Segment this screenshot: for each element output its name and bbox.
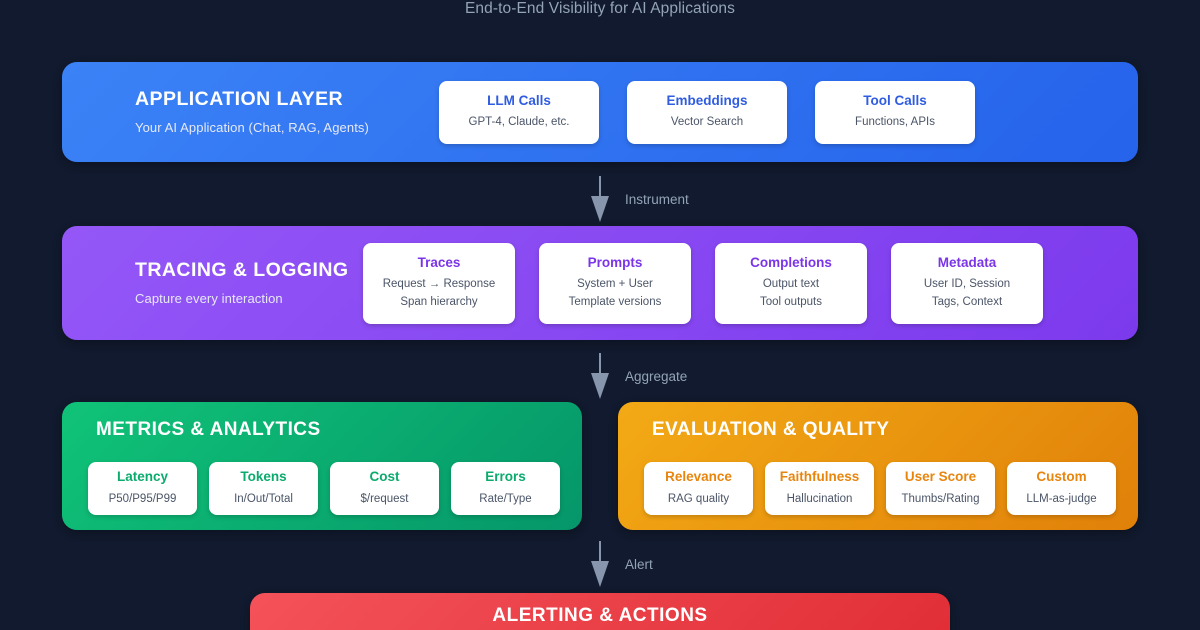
tracing-layer-heading: TRACING & LOGGING Capture every interact… (135, 259, 363, 306)
card-cost[interactable]: Cost $/request (330, 461, 439, 515)
application-layer-subtitle: Your AI Application (Chat, RAG, Agents) (135, 119, 369, 135)
card-line: $/request (360, 492, 409, 505)
connector-instrument: Instrument (589, 176, 689, 222)
card-line: Span hierarchy (400, 296, 478, 309)
tracing-layer-subtitle: Capture every interaction (135, 290, 283, 306)
card-relevance[interactable]: Relevance RAG quality (644, 461, 753, 515)
evaluation-layer-cards: Relevance RAG quality Faithfulness Hallu… (644, 461, 1116, 515)
card-line: RAG quality (667, 492, 730, 505)
diagram-header: LLM Observability End-to-End Visibility … (0, 0, 1200, 18)
card-title: Relevance (665, 469, 732, 485)
card-title: Completions (750, 255, 832, 271)
connector-label: Aggregate (625, 368, 688, 384)
card-line: P50/P95/P99 (108, 492, 177, 505)
card-line: System + User (577, 278, 653, 291)
card-title: Latency (116, 469, 169, 485)
connector-label: Alert (625, 556, 653, 572)
card-line: Thumbs/Rating (901, 492, 980, 505)
application-layer-band[interactable]: APPLICATION LAYER Your AI Application (C… (62, 62, 1138, 162)
tracing-layer-cards: Traces Request → Response Span hierarchy… (363, 242, 1043, 324)
card-title: LLM Calls (487, 93, 551, 109)
card-embeddings[interactable]: Embeddings Vector Search (627, 80, 787, 144)
card-title: Embeddings (666, 93, 748, 109)
card-tool-calls[interactable]: Tool Calls Functions, APIs (815, 80, 975, 144)
card-faithfulness[interactable]: Faithfulness Hallucination (765, 461, 874, 515)
card-custom[interactable]: Custom LLM-as-judge (1007, 461, 1116, 515)
card-line: Tags, Context (931, 296, 1003, 309)
card-tokens[interactable]: Tokens In/Out/Total (209, 461, 318, 515)
card-latency[interactable]: Latency P50/P95/P99 (88, 461, 197, 515)
card-errors[interactable]: Errors Rate/Type (451, 461, 560, 515)
arrow-head (591, 561, 609, 587)
card-traces[interactable]: Traces Request → Response Span hierarchy (363, 242, 515, 324)
arrow-down-icon (589, 541, 611, 587)
connector-aggregate: Aggregate (589, 353, 687, 399)
arrow-stem (599, 353, 601, 379)
card-metadata[interactable]: Metadata User ID, Session Tags, Context (891, 242, 1043, 324)
card-user-score[interactable]: User Score Thumbs/Rating (886, 461, 995, 515)
card-line: Functions, APIs (855, 116, 935, 129)
arrow-down-icon (589, 176, 611, 222)
card-line: Tool outputs (759, 296, 822, 309)
alerting-layer-band[interactable]: ALERTING & ACTIONS (250, 593, 950, 630)
card-line: Vector Search (670, 116, 744, 129)
card-title: Custom (1036, 469, 1087, 485)
application-layer-title: APPLICATION LAYER (135, 88, 344, 111)
card-title: Traces (417, 255, 461, 271)
card-line: LLM-as-judge (1026, 492, 1097, 505)
card-completions[interactable]: Completions Output text Tool outputs (715, 242, 867, 324)
metrics-layer-band[interactable]: METRICS & ANALYTICS Latency P50/P95/P99 … (62, 402, 582, 530)
card-line: Rate/Type (479, 492, 532, 505)
alerting-layer-title: ALERTING & ACTIONS (492, 605, 708, 626)
metrics-layer-title: METRICS & ANALYTICS (96, 419, 321, 440)
card-title: Prompts (587, 255, 643, 271)
card-title: Faithfulness (779, 469, 860, 485)
card-llm-calls[interactable]: LLM Calls GPT-4, Claude, etc. (439, 80, 599, 144)
card-title: Errors (485, 469, 526, 485)
card-line: Template versions (568, 296, 662, 309)
arrow-head (591, 373, 609, 399)
card-line: Request → Response (382, 278, 496, 291)
arrow-stem (599, 176, 601, 202)
tracing-layer-title: TRACING & LOGGING (135, 259, 349, 282)
arrow-down-icon (589, 353, 611, 399)
arrow-head (591, 196, 609, 222)
arrow-stem (599, 541, 601, 567)
card-line: User ID, Session (923, 278, 1011, 291)
metrics-layer-cards: Latency P50/P95/P99 Tokens In/Out/Total … (88, 461, 560, 515)
card-line: In/Out/Total (234, 492, 293, 505)
card-title: Tool Calls (863, 93, 927, 109)
application-layer-heading: APPLICATION LAYER Your AI Application (C… (135, 88, 435, 135)
page-subtitle: End-to-End Visibility for AI Application… (464, 0, 736, 17)
connector-label: Instrument (625, 191, 689, 207)
card-title: User Score (904, 469, 977, 485)
connector-alert: Alert (589, 541, 653, 587)
application-layer-cards: LLM Calls GPT-4, Claude, etc. Embeddings… (439, 80, 975, 144)
tracing-layer-band[interactable]: TRACING & LOGGING Capture every interact… (62, 226, 1138, 340)
card-title: Metadata (937, 255, 997, 271)
evaluation-layer-band[interactable]: EVALUATION & QUALITY Relevance RAG quali… (618, 402, 1138, 530)
card-prompts[interactable]: Prompts System + User Template versions (539, 242, 691, 324)
card-title: Tokens (240, 469, 287, 485)
evaluation-layer-title: EVALUATION & QUALITY (652, 419, 890, 440)
card-line: GPT-4, Claude, etc. (468, 116, 570, 129)
card-title: Cost (369, 469, 400, 485)
card-line: Output text (762, 278, 820, 291)
card-line: Hallucination (786, 492, 853, 505)
